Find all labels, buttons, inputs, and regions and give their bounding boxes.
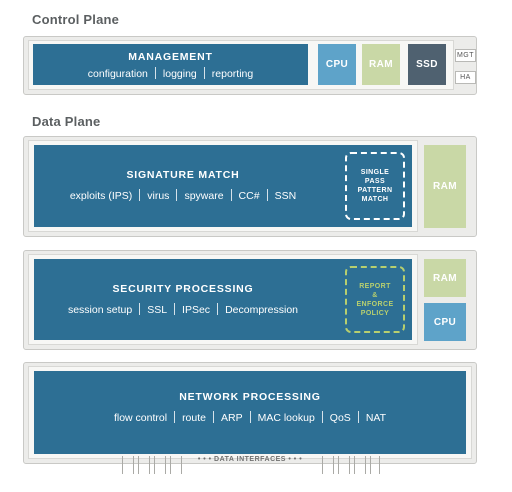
network-item-mac-lookup: MAC lookup bbox=[257, 412, 315, 424]
separator bbox=[176, 189, 178, 201]
separator bbox=[174, 411, 176, 423]
management-block: MANAGEMENT configuration logging reporting bbox=[33, 44, 308, 85]
security-processing-items: session setup SSL IPSec Decompression bbox=[34, 303, 332, 316]
port-connector bbox=[122, 456, 134, 474]
separator bbox=[321, 411, 323, 423]
network-processing-items: flow control route ARP MAC lookup QoS NAT bbox=[34, 411, 466, 424]
separator bbox=[213, 411, 214, 423]
separator bbox=[154, 67, 156, 79]
report-line-3: ENFORCE bbox=[356, 300, 394, 308]
network-item-arp: ARP bbox=[221, 412, 243, 424]
security-item-ipsec: IPSec bbox=[182, 304, 211, 316]
security-item-ssl: SSL bbox=[147, 304, 168, 316]
network-item-nat: NAT bbox=[365, 412, 387, 424]
data-plane-heading: Data Plane bbox=[32, 114, 101, 129]
control-cpu-chip: CPU bbox=[318, 44, 356, 85]
separator bbox=[174, 303, 176, 315]
report-enforce-badge: REPORT & ENFORCE POLICY bbox=[345, 266, 405, 333]
management-item-configuration: configuration bbox=[87, 68, 148, 80]
report-line-4: POLICY bbox=[360, 309, 390, 317]
separator bbox=[203, 67, 205, 79]
separator bbox=[139, 303, 141, 315]
security-cpu-chip: CPU bbox=[424, 303, 466, 341]
separator bbox=[266, 189, 268, 201]
report-line-1: REPORT bbox=[359, 282, 391, 290]
port-connector bbox=[170, 456, 182, 474]
port-connector bbox=[322, 456, 334, 474]
separator bbox=[249, 411, 251, 423]
data-interfaces-label: • • • DATA INTERFACES • • • bbox=[197, 456, 303, 463]
signature-item-spyware: spyware bbox=[184, 190, 224, 202]
management-title: MANAGEMENT bbox=[128, 51, 213, 63]
single-pass-line-2: PASS bbox=[364, 178, 386, 185]
signature-item-virus: virus bbox=[147, 190, 170, 202]
network-processing-title: NETWORK PROCESSING bbox=[179, 391, 321, 403]
network-item-qos: QoS bbox=[329, 412, 351, 424]
single-pass-line-3: PATTERN bbox=[357, 187, 393, 194]
port-connector bbox=[370, 456, 380, 474]
network-item-route: route bbox=[182, 412, 206, 424]
security-processing-title: SECURITY PROCESSING bbox=[112, 283, 254, 295]
data-interfaces: • • • DATA INTERFACES • • • bbox=[122, 456, 380, 476]
control-ssd-chip: SSD bbox=[408, 44, 446, 85]
single-pass-line-4: MATCH bbox=[361, 196, 389, 203]
port-connector bbox=[338, 456, 350, 474]
separator bbox=[217, 303, 219, 315]
security-item-session-setup: session setup bbox=[67, 304, 133, 316]
security-ram-chip: RAM bbox=[424, 259, 466, 297]
port-connector bbox=[138, 456, 150, 474]
security-processing-block: SECURITY PROCESSING session setup SSL IPSe… bbox=[34, 259, 412, 340]
signature-match-block: SIGNATURE MATCH exploits (IPS) virus spywa… bbox=[34, 145, 412, 227]
control-plane-heading: Control Plane bbox=[32, 12, 120, 27]
single-pass-line-1: SINGLE bbox=[360, 169, 390, 176]
network-processing-block: NETWORK PROCESSING flow control route ARP M… bbox=[34, 371, 466, 454]
separator bbox=[139, 189, 141, 201]
management-item-reporting: reporting bbox=[211, 68, 254, 80]
management-items: configuration logging reporting bbox=[33, 67, 308, 80]
separator bbox=[230, 189, 232, 201]
security-item-decompression: Decompression bbox=[225, 304, 299, 316]
separator bbox=[357, 411, 359, 423]
port-connector bbox=[354, 456, 366, 474]
signature-ram-chip: RAM bbox=[424, 145, 466, 228]
ha-port-tag: HA bbox=[455, 71, 476, 84]
mgt-port-tag: MGT bbox=[455, 49, 476, 62]
signature-match-title: SIGNATURE MATCH bbox=[126, 169, 240, 181]
port-connector bbox=[154, 456, 166, 474]
single-pass-badge: SINGLE PASS PATTERN MATCH bbox=[345, 152, 405, 220]
signature-item-ssn: SSN bbox=[274, 190, 297, 202]
signature-item-cc: CC# bbox=[238, 190, 260, 202]
signature-match-items: exploits (IPS) virus spyware CC# SSN bbox=[34, 189, 332, 202]
signature-item-exploits: exploits (IPS) bbox=[69, 190, 133, 202]
report-line-2: & bbox=[372, 291, 378, 299]
network-item-flow-control: flow control bbox=[113, 412, 168, 424]
control-ram-chip: RAM bbox=[362, 44, 400, 85]
management-item-logging: logging bbox=[162, 68, 197, 80]
